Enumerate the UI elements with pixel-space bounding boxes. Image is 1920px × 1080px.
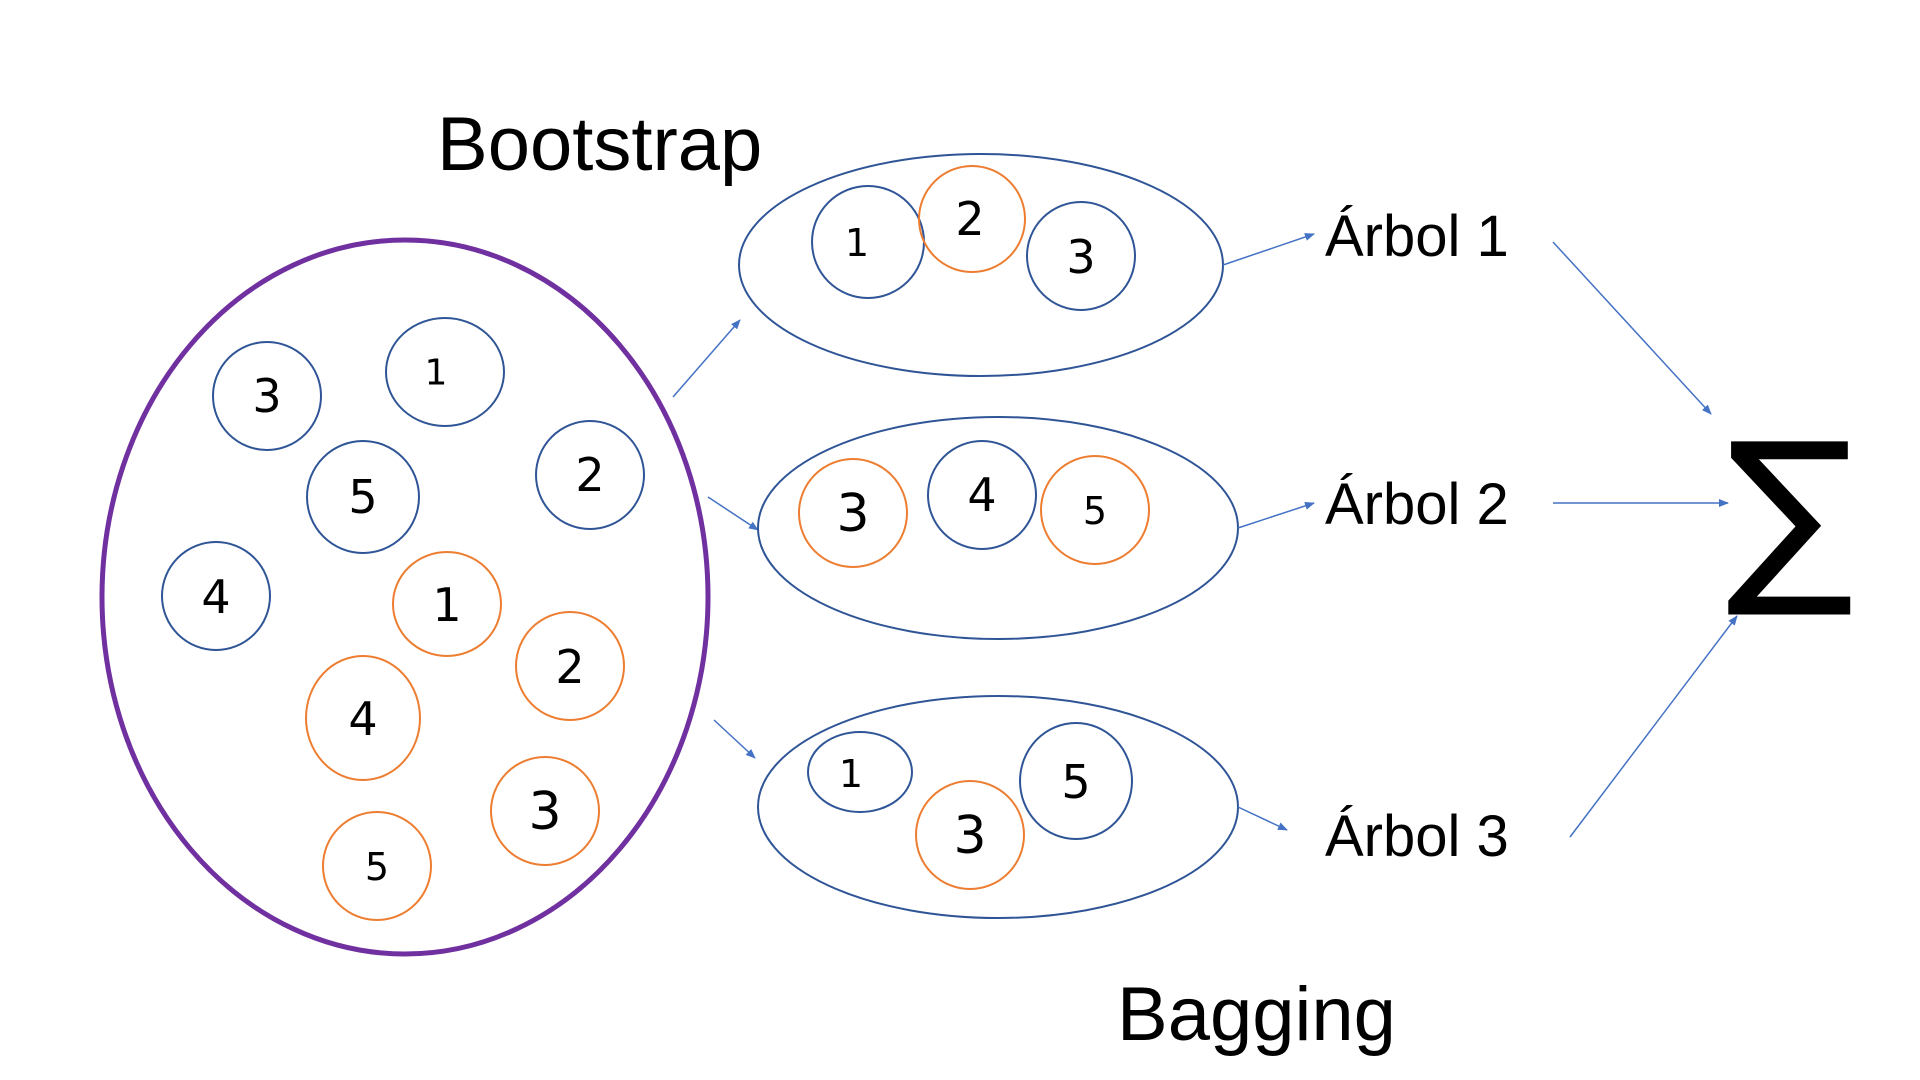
dataset-item-label: 3 [528,782,561,842]
dataset-item: 1 [385,317,505,427]
sample-item-label: 5 [1083,489,1107,533]
bootstrap-sample-3-ellipse [757,695,1239,919]
sample-item-label: 2 [955,192,984,246]
sample-3-item: 5 [1019,722,1133,840]
arrow-sample-3-to-tree-3 [1237,806,1288,831]
sample-item-label: 3 [836,484,869,544]
dataset-item-label: 5 [365,845,389,889]
original-dataset-ellipse [99,237,711,957]
bootstrap-sample-2-ellipse [757,416,1239,640]
dataset-item-label: 1 [432,578,461,632]
sample-1-item: 3 [1026,201,1136,311]
bootstrap-sample-1-ellipse [738,153,1224,377]
sample-1-item: 1 [811,185,925,299]
arrow-sample-1-to-tree-1 [1222,233,1315,266]
dataset-item-label: 2 [555,640,584,694]
dataset-item-label: 1 [425,353,448,394]
tree-label-3: Árbol 3 [1325,804,1509,869]
arrow-to-sample-2 [707,496,759,531]
sum-symbol: ∑ [1726,402,1854,623]
dataset-item-label: 5 [348,470,377,524]
sample-1-item: 2 [918,165,1026,273]
arrow-sample-2-to-tree-2 [1237,502,1315,529]
dataset-item: 1 [392,551,502,657]
sample-item-label: 3 [1066,230,1095,284]
dataset-item: 5 [306,440,420,554]
dataset-item: 3 [212,341,322,451]
dataset-item-label: 2 [575,448,604,502]
dataset-item: 4 [305,655,421,781]
dataset-item-label: 4 [201,570,230,624]
sample-item-label: 4 [967,468,996,522]
arrow-tree-1-to-sum [1552,241,1712,415]
sample-2-item: 4 [927,440,1037,550]
dataset-item: 4 [161,541,271,651]
dataset-item-label: 4 [348,692,377,746]
sample-item-label: 1 [839,752,863,796]
arrow-to-sample-1 [672,319,741,398]
tree-label-1: Árbol 1 [1325,204,1509,269]
bagging-title: Bagging [1117,972,1396,1057]
dataset-item: 3 [490,756,600,866]
sample-2-item: 3 [798,458,908,568]
arrow-to-sample-3 [713,719,756,759]
sample-3-item: 1 [807,731,913,813]
sample-item-label: 1 [845,221,869,265]
dataset-item: 5 [322,811,432,921]
tree-label-2: Árbol 2 [1325,472,1509,537]
dataset-item: 2 [515,611,625,721]
bootstrap-title: Bootstrap [437,102,762,187]
dataset-item-label: 3 [252,369,281,423]
sample-2-item: 5 [1040,455,1150,565]
sample-item-label: 3 [953,806,986,866]
sample-item-label: 5 [1061,755,1090,809]
sample-3-item: 3 [915,780,1025,890]
dataset-item: 2 [535,420,645,530]
arrow-tree-3-to-sum [1569,615,1738,838]
